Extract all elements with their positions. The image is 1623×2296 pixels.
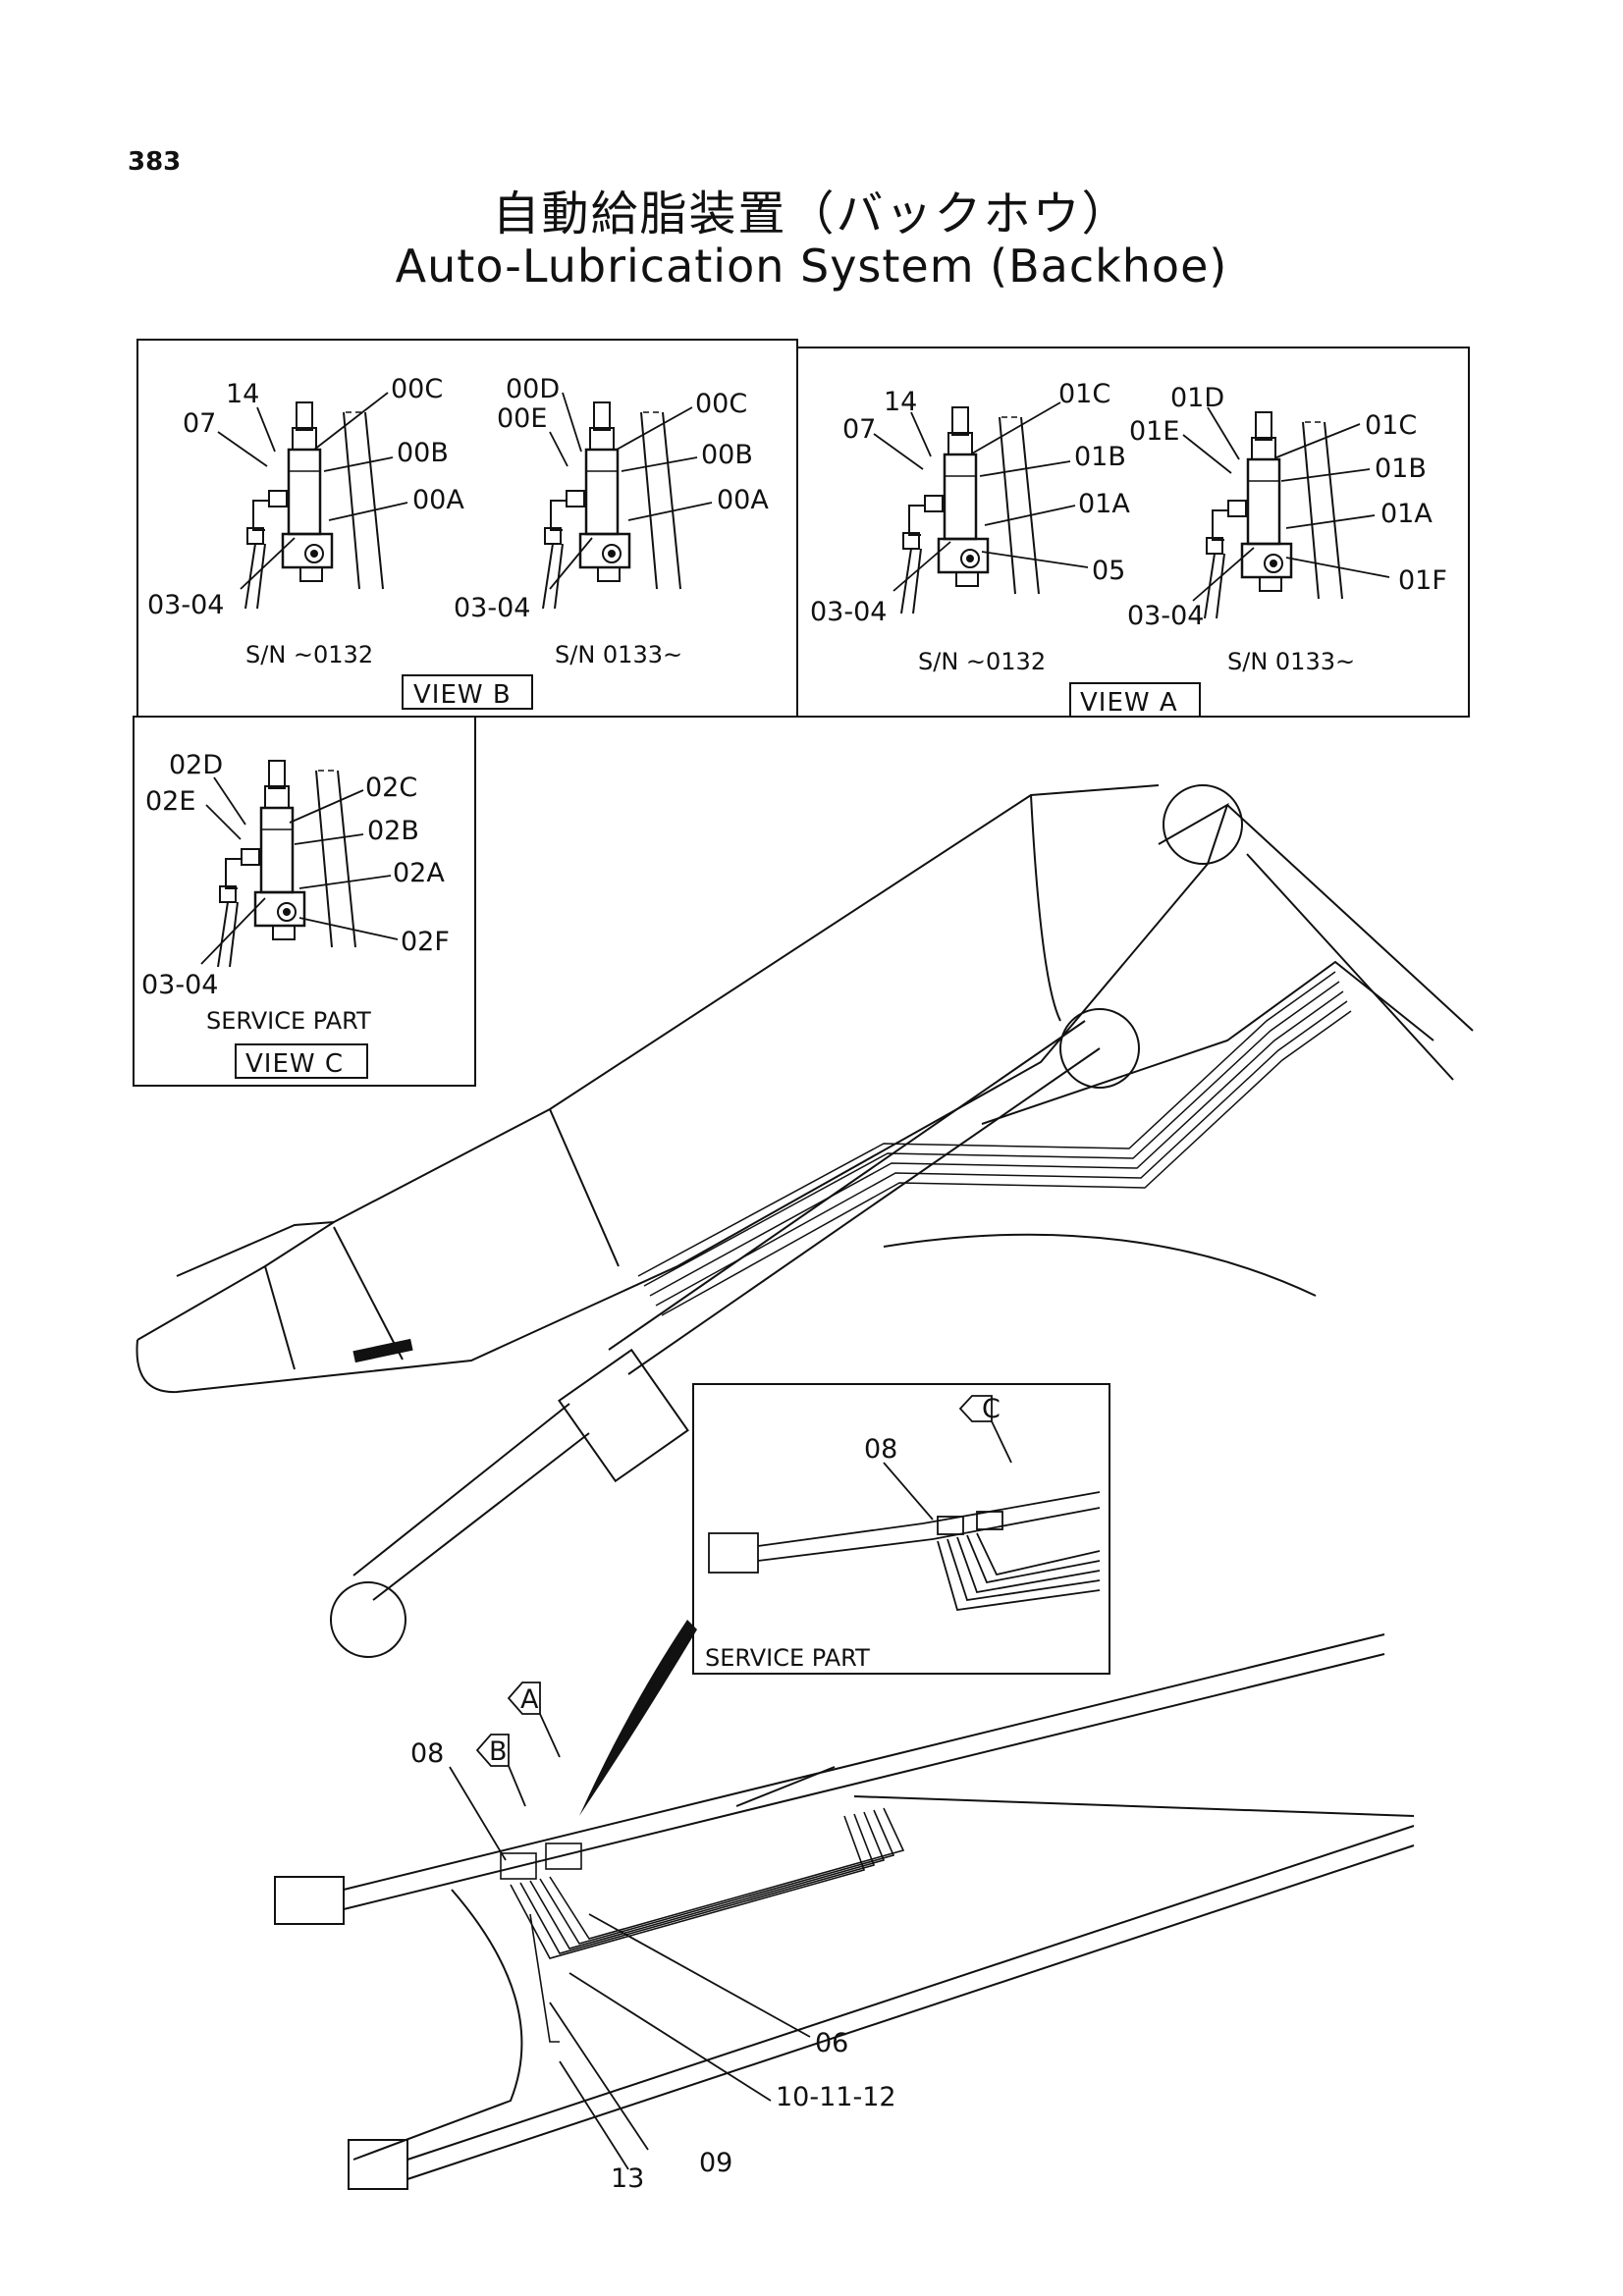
serial-range-right: S/N 0133~ [555,641,682,668]
view-b-label: VIEW B [413,680,512,710]
callout-02a: 02A [393,858,445,888]
callout-09: 09 [699,2148,732,2178]
view-a-label: VIEW A [1080,688,1178,718]
inset-service-part [692,1383,1110,1675]
page-title-japanese: 自動給脂装置（バックホウ） [492,187,1131,241]
view-c-marker: C [982,1394,1001,1424]
inset-caption: SERVICE PART [705,1644,870,1672]
callout-01b: 01B [1375,454,1427,484]
callout-00c: 00C [391,374,443,404]
callout-06: 06 [815,2028,848,2058]
page-number: 383 [128,147,182,177]
callout-10-11-12: 10-11-12 [776,2082,896,2112]
callout-03-04: 03-04 [147,590,224,620]
callout-03-04: 03-04 [141,970,218,1000]
view-c-panel [133,716,476,1087]
callout-00a: 00A [412,485,464,515]
serial-range-left: S/N ~0132 [245,641,373,668]
callout-00b: 00B [397,438,449,468]
callout-01c: 01C [1365,410,1417,441]
callout-03-04: 03-04 [454,593,530,623]
serial-range-left: S/N ~0132 [918,648,1046,675]
callout-01a: 01A [1078,489,1130,519]
page-title-english: Auto-Lubrication System (Backhoe) [395,240,1228,293]
callout-02d: 02D [169,750,223,780]
callout-01f: 01F [1398,565,1447,596]
view-b-marker: B [489,1736,508,1767]
view-a-marker: A [520,1684,539,1715]
service-part-caption: SERVICE PART [206,1007,371,1035]
callout-00c: 00C [695,389,747,419]
callout-02b: 02B [367,816,419,846]
callout-03-04: 03-04 [1127,601,1204,631]
view-c-label: VIEW C [245,1049,344,1079]
callout-07: 07 [183,408,216,439]
callout-07: 07 [842,414,876,445]
callout-01c: 01C [1058,379,1110,409]
callout-01d: 01D [1170,383,1224,413]
callout-01a: 01A [1380,499,1433,529]
callout-02e: 02E [145,786,195,817]
callout-13: 13 [611,2163,644,2194]
callout-00e: 00E [497,403,547,434]
boom-outline [135,784,1474,1658]
callout-08: 08 [864,1434,897,1465]
callout-01b: 01B [1074,442,1126,472]
callout-14: 14 [226,379,259,409]
arm-outline [274,1633,1415,2190]
callout-01e: 01E [1129,416,1179,447]
callout-00b: 00B [701,440,753,470]
callout-05: 05 [1092,556,1125,586]
callout-00d: 00D [506,374,560,404]
callout-02f: 02F [401,927,450,957]
serial-range-right: S/N 0133~ [1227,648,1355,675]
callout-14: 14 [884,387,917,417]
callout-00a: 00A [717,485,769,515]
callout-08: 08 [410,1738,444,1769]
callout-02c: 02C [365,773,417,803]
callout-03-04: 03-04 [810,597,887,627]
